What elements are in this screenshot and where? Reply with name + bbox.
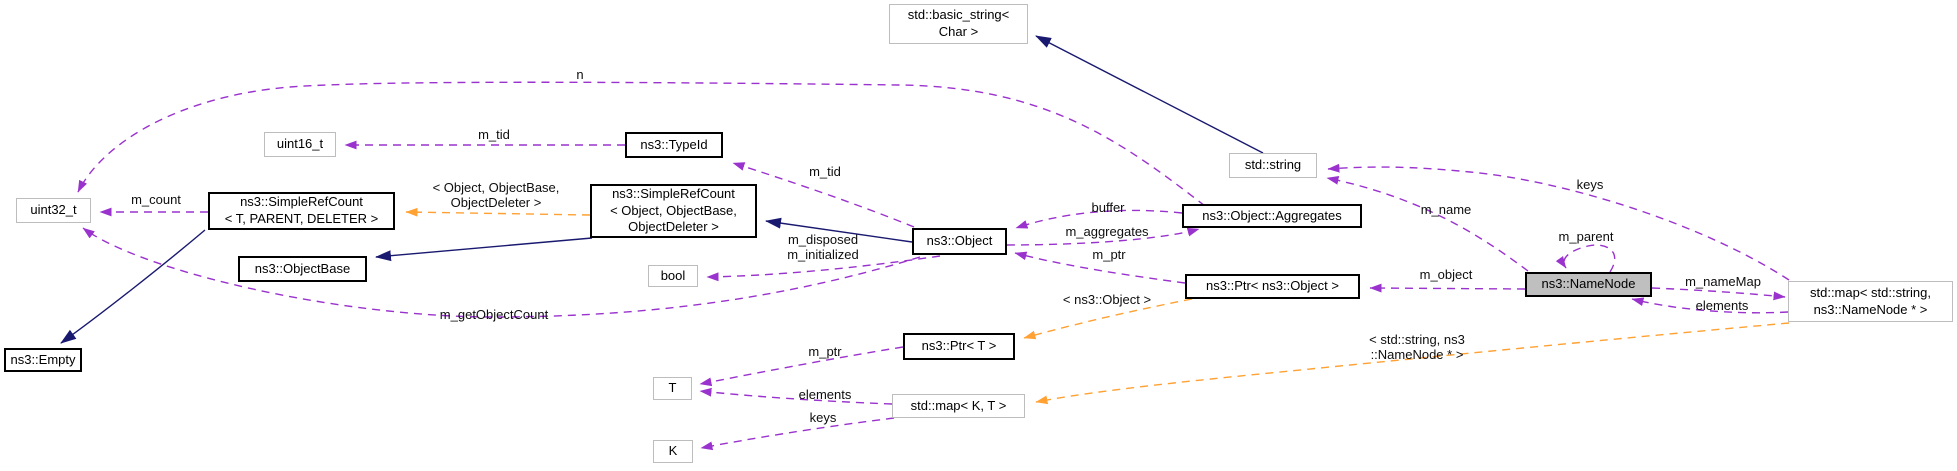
node-uint32-t: uint32_t xyxy=(16,198,91,223)
edge-inherit-object-simplerefcount xyxy=(765,217,913,243)
node-ns3-simplerefcount-template[interactable]: ns3::SimpleRefCount < T, PARENT, DELETER… xyxy=(208,192,395,230)
node-bool: bool xyxy=(648,265,698,287)
edge-buffer xyxy=(1015,209,1183,229)
node-t: T xyxy=(653,377,692,400)
edge-m-aggregates xyxy=(1006,227,1200,246)
node-ns3-typeid[interactable]: ns3::TypeId xyxy=(625,132,723,158)
edge-n xyxy=(77,81,1206,207)
edge-m-ptr-object xyxy=(1014,251,1186,284)
node-ns3-ptr-t[interactable]: ns3::Ptr< T > xyxy=(903,333,1015,360)
node-uint16-t: uint16_t xyxy=(264,132,336,157)
node-k: K xyxy=(653,440,693,463)
edge-elements-t xyxy=(699,387,893,405)
edge-inherit-simplerefcount-objectbase xyxy=(375,237,593,262)
node-ns3-object[interactable]: ns3::Object xyxy=(912,228,1007,255)
edge-m-ptr-t xyxy=(699,346,904,387)
edge-inherit-string-basicstring xyxy=(1035,35,1264,154)
node-ns3-ptr-object[interactable]: ns3::Ptr< ns3::Object > xyxy=(1185,274,1360,299)
node-std-map-string-namenode: std::map< std::string, ns3::NameNode * > xyxy=(1788,281,1953,322)
edge-m-name xyxy=(1326,175,1529,272)
edge-m-tid-object xyxy=(732,162,915,228)
edge-inherit-simplerefcount-empty xyxy=(60,229,206,344)
node-std-string: std::string xyxy=(1229,153,1317,178)
node-ns3-namenode: ns3::NameNode xyxy=(1525,272,1652,297)
edge-m-disposed-initialized xyxy=(706,255,941,282)
edge-m-object xyxy=(1369,283,1526,293)
edge-m-parent-selfloop xyxy=(1555,244,1616,273)
edge-template-ptr xyxy=(1023,298,1193,340)
edge-elements-namenode xyxy=(1631,297,1789,314)
edge-template-map xyxy=(1035,322,1790,405)
node-ns3-empty[interactable]: ns3::Empty xyxy=(4,348,82,372)
edge-keys-string xyxy=(1327,163,1790,281)
edge-template-simplerefcount xyxy=(405,207,591,217)
edge-m-namemap xyxy=(1651,287,1786,301)
node-ns3-objectbase[interactable]: ns3::ObjectBase xyxy=(238,256,367,282)
node-std-map-kt: std::map< K, T > xyxy=(892,394,1025,418)
edge-keys-k xyxy=(700,417,895,451)
node-std-basic-string: std::basic_string< Char > xyxy=(889,4,1028,44)
node-ns3-simplerefcount-object[interactable]: ns3::SimpleRefCount < Object, ObjectBase… xyxy=(590,184,757,238)
node-ns3-object-aggregates[interactable]: ns3::Object::Aggregates xyxy=(1182,204,1362,228)
